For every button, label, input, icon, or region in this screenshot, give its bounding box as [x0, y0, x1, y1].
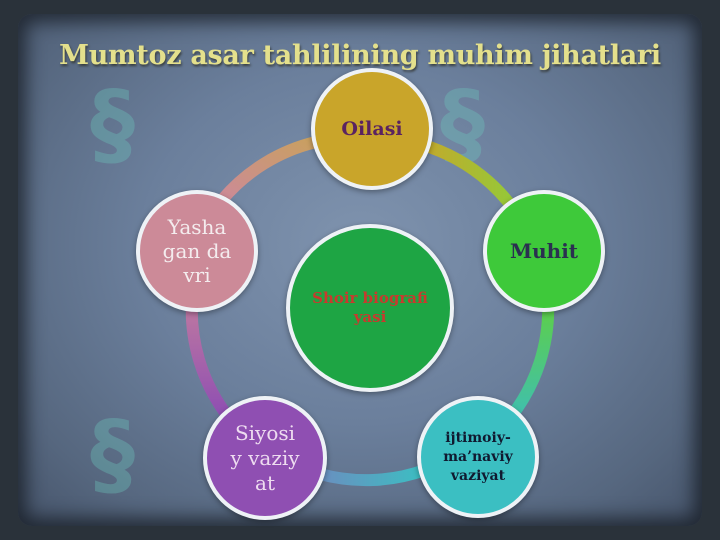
node-ijtimoiy-manaviy-vaziyat: ijtimoiy-ma’naviy vaziyat: [417, 396, 539, 518]
node-muhit: Muhit: [483, 190, 605, 312]
node-center-label: Shoir biografiyasi: [312, 289, 428, 326]
watermark-top-left: §: [90, 72, 135, 177]
ring-arc-ijtimoiy-siyosiy: [318, 464, 428, 487]
node-yashagan-label: Yashagan davri: [162, 215, 232, 287]
watermark-bottom-left: §: [90, 402, 135, 507]
node-siyosiy-label: Siyosiy vaziyat: [230, 420, 300, 495]
slide-title: Mumtoz asar tahlilining muhim jihatlari: [59, 40, 661, 71]
node-muhit-label: Muhit: [509, 239, 579, 263]
node-center-shoir-biografiyasi: Shoir biografiyasi: [286, 224, 454, 392]
ring-arc-yashagan-oilasi: [217, 136, 318, 204]
node-siyosiy-vaziyat: Siyosiy vaziyat: [203, 396, 327, 520]
node-oilasi: Oilasi: [311, 68, 433, 190]
node-oilasi-label: Oilasi: [341, 118, 403, 140]
node-ijtimoiy-label: ijtimoiy-ma’naviy vaziyat: [443, 429, 513, 484]
node-yashagan-davri: Yashagan davri: [136, 190, 258, 312]
ring-arc-siyosiy-yashagan: [185, 299, 231, 418]
ring-arc-muhit-ijtimoiy: [505, 299, 555, 422]
